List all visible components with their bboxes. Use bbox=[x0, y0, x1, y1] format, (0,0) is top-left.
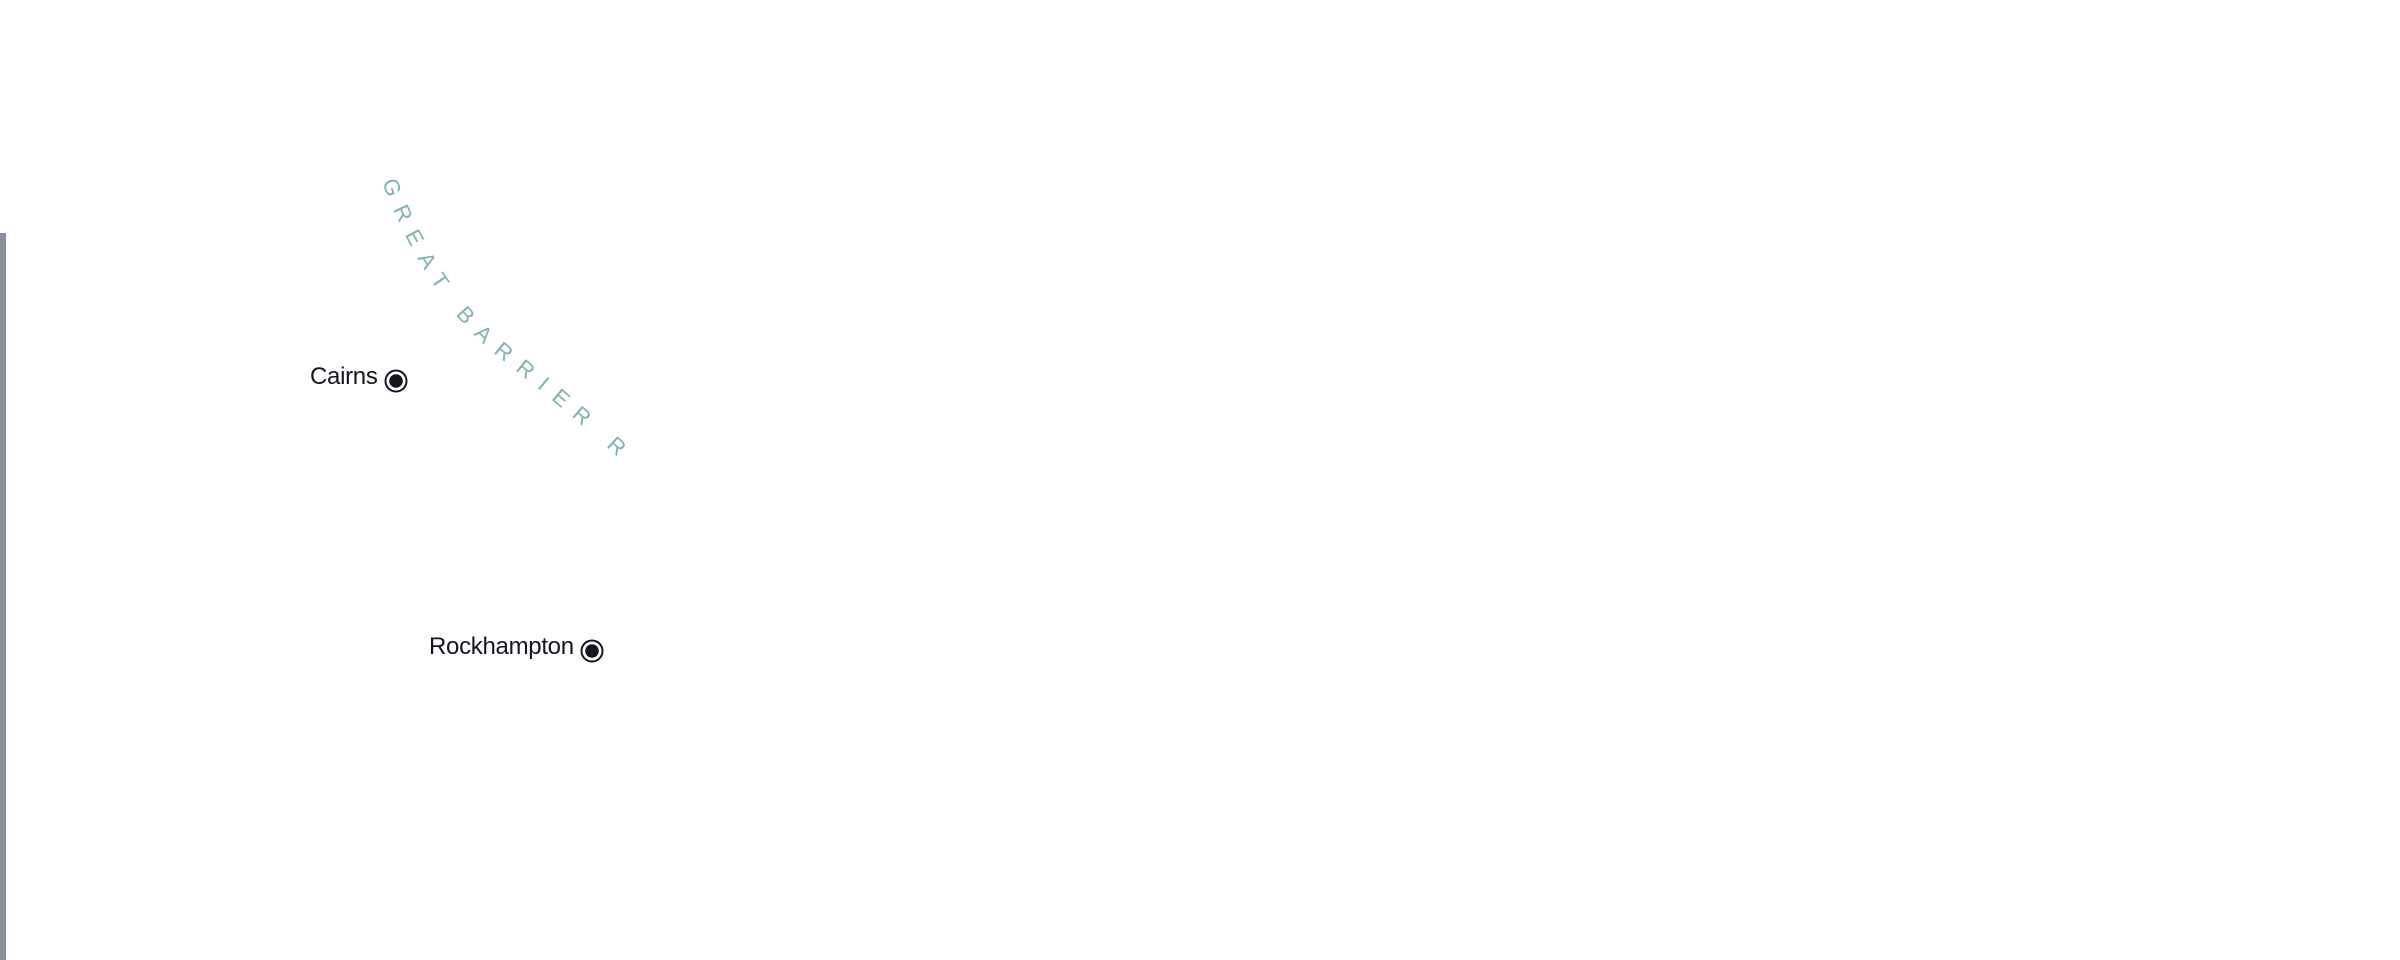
reef-label-text: GREAT BARRIER REEF bbox=[0, 0, 628, 469]
city-marker-icon[interactable] bbox=[580, 639, 604, 663]
city-rockhampton[interactable]: Rockhampton bbox=[429, 635, 604, 663]
city-cairns[interactable]: Cairns bbox=[310, 365, 408, 393]
city-label-cairns: Cairns bbox=[310, 363, 378, 390]
map-edge-strip bbox=[0, 233, 6, 960]
city-label-rockhampton: Rockhampton bbox=[429, 633, 574, 660]
reef-label: GREAT BARRIER REEF bbox=[0, 0, 640, 469]
city-marker-icon[interactable] bbox=[384, 369, 408, 393]
